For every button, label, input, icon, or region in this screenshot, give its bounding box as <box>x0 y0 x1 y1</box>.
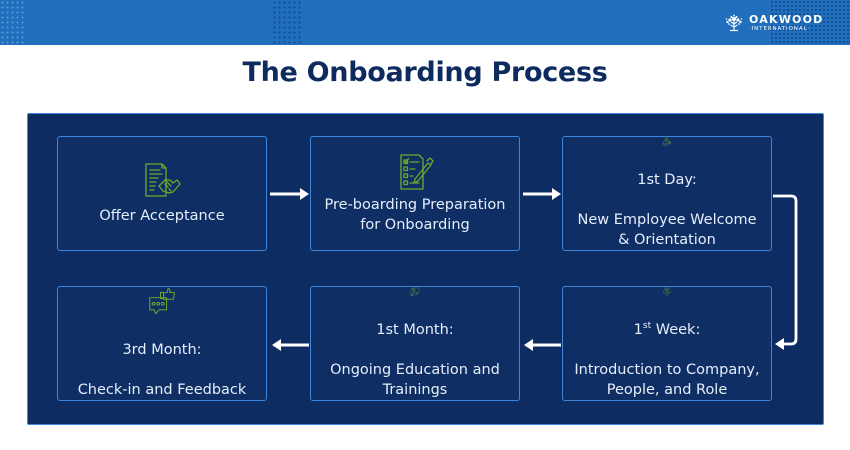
step-pre-boarding: Pre-boarding Preparation for Onboarding <box>310 136 520 251</box>
brand-tagline: ·INTERNATIONAL· <box>749 25 811 32</box>
brand-logo[interactable]: OAKWOOD ·INTERNATIONAL· <box>724 10 823 36</box>
step-first-day: NEW 1st Day: New Employee Welcome & Orie… <box>562 136 772 251</box>
team-handshake-icon <box>663 287 671 296</box>
checklist-pen-icon <box>400 153 434 190</box>
oak-tree-icon <box>725 14 743 32</box>
presentation-trainer-icon <box>410 287 420 296</box>
step-label: 1st Day: New Employee Welcome & Orientat… <box>578 150 757 250</box>
step-description: Ongoing Education and Trainings <box>330 362 500 398</box>
step-timing: 1st Day: <box>637 172 697 188</box>
page-title: The Onboarding Process <box>242 57 608 88</box>
brand-name: OAKWOOD <box>749 12 824 26</box>
step-description: New Employee Welcome & Orientation <box>577 212 757 248</box>
banner-dot-pattern <box>0 0 24 45</box>
step-description: Introduction to Company, People, and Rol… <box>574 362 760 398</box>
svg-text:NEW: NEW <box>664 144 668 146</box>
banner-dot-pattern <box>770 0 850 45</box>
step-first-month: 1st Month: Ongoing Education and Trainin… <box>310 286 520 401</box>
step-first-week: 1st Week: Introduction to Company, Peopl… <box>562 286 772 401</box>
step-description: Check-in and Feedback <box>77 382 247 398</box>
step-label: 1st Week: Introduction to Company, Peopl… <box>574 300 759 400</box>
step-label: Offer Acceptance <box>99 207 225 224</box>
step-label: 3rd Month: Check-in and Feedback <box>78 320 247 400</box>
banner-dot-pattern <box>272 0 302 45</box>
step-timing: 3rd Month: <box>122 342 202 358</box>
feedback-thumbs-up-icon <box>149 288 176 315</box>
step-timing: 1st Week: <box>633 321 701 338</box>
contract-handshake-icon <box>145 162 181 197</box>
step-offer-acceptance: Offer Acceptance <box>57 136 267 251</box>
header-banner: OAKWOOD ·INTERNATIONAL· <box>0 0 850 45</box>
step-timing: 1st Month: <box>376 322 454 338</box>
step-label: 1st Month: Ongoing Education and Trainin… <box>330 300 500 400</box>
step-label: Pre-boarding Preparation for Onboarding <box>324 196 506 233</box>
new-employees-add-icon: NEW <box>662 137 672 146</box>
step-third-month: 3rd Month: Check-in and Feedback <box>57 286 267 401</box>
